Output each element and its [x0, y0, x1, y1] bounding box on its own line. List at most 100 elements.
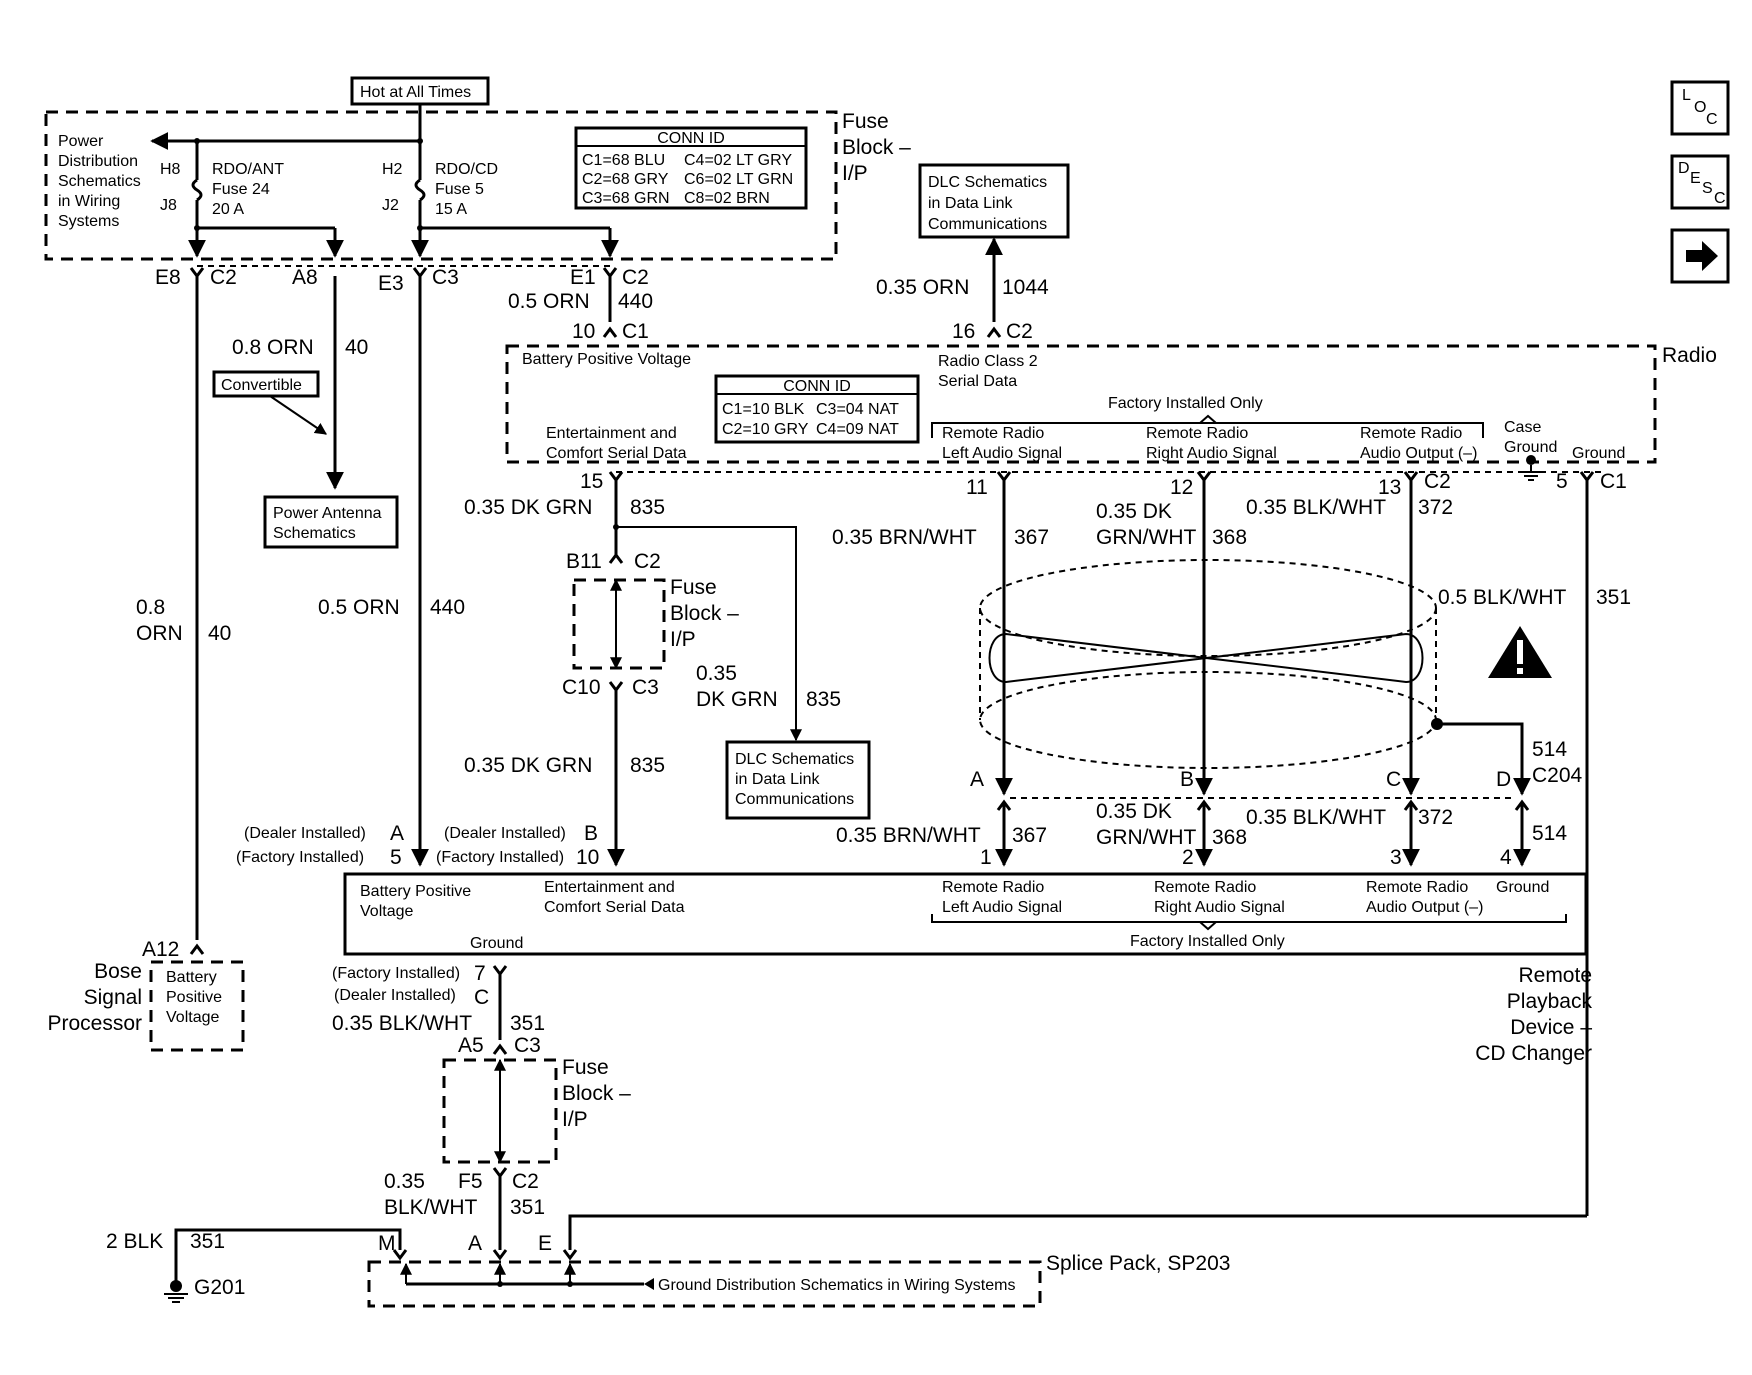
- fuse5-pin-h2: H2: [382, 161, 403, 178]
- conn-c10-c3: C3: [632, 676, 659, 699]
- power-dist-line-4: in Wiring: [58, 193, 120, 210]
- fuse24-line-1: RDO/ANT: [212, 161, 284, 178]
- gnd-351-color: 0.35 BLK/WHT: [332, 1012, 472, 1035]
- dlc-mid-box: [725, 740, 871, 820]
- power-dist-line-3: Schematics: [58, 173, 141, 190]
- bose-box: [149, 960, 245, 1052]
- bose-label-2: Signal: [84, 986, 142, 1009]
- conn-id-fuse-r1b: C4=02 LT GRY: [684, 152, 792, 169]
- wire-367-number: 367: [1014, 526, 1049, 549]
- wire-351-to-splice: [568, 1214, 1587, 1250]
- wire-440-color: 0.5 ORN: [318, 596, 400, 619]
- fuse-lower-3: I/P: [562, 1108, 588, 1131]
- wire-368-2: GRN/WHT: [1096, 526, 1196, 549]
- cd-dealer-b: (Dealer Installed): [444, 825, 566, 842]
- fuse-block-mid: [572, 578, 666, 670]
- cd-batt-1: Battery Positive: [360, 883, 471, 900]
- wire-835-top-color: 0.35 DK GRN: [464, 496, 592, 519]
- conn-id-fuse-r1a: C1=68 BLU: [582, 152, 665, 169]
- gnd-351-low-1: 0.35: [384, 1170, 425, 1193]
- radio-ground: Ground: [1572, 445, 1625, 462]
- cd-title-2: Playback: [1507, 990, 1593, 1013]
- wire-1044-number: 1044: [1002, 276, 1049, 299]
- conn-id-fuse-title: CONN ID: [657, 130, 725, 147]
- cd-title-1: Remote: [1518, 964, 1592, 987]
- radio-conn-r1b: C3=04 NAT: [816, 401, 899, 418]
- cd-pin-1: 1: [980, 846, 992, 869]
- cd-ent-1: Entertainment and: [544, 879, 675, 896]
- cd-title-3: Device –: [1510, 1016, 1592, 1039]
- wire-368-low-1: 0.35 DK: [1096, 800, 1172, 823]
- radio-rrr-1: Remote Radio: [1146, 425, 1248, 442]
- fuse5-line-3: 15 A: [435, 201, 467, 218]
- svg-text:D: D: [1678, 160, 1690, 177]
- wire-835-low-number: 835: [630, 754, 665, 777]
- cd-pin-c: C: [474, 986, 489, 1009]
- conn-a8: A8: [292, 266, 318, 289]
- conn-f5-c2: C2: [512, 1170, 539, 1193]
- wire-e1-color: 0.5 ORN: [508, 290, 590, 313]
- hot-at-all-times-label: Hot at All Times: [360, 84, 471, 101]
- radio-ent-1: Entertainment and: [546, 425, 677, 442]
- arrow-right-icon[interactable]: [1670, 228, 1730, 284]
- radio-factory-bracket: [931, 422, 1484, 438]
- wire-372-color: 0.35 BLK/WHT: [1246, 496, 1386, 519]
- bose-pin-a12: A12: [142, 938, 179, 961]
- conn-a5-c3: C3: [514, 1034, 541, 1057]
- wire-835-branch-3: 835: [806, 688, 841, 711]
- radio-case-2: Ground: [1504, 439, 1557, 456]
- wire-514-low: 514: [1532, 822, 1567, 845]
- wire-514-c204: C204: [1532, 764, 1583, 787]
- desc-icon[interactable]: D E S C: [1670, 154, 1730, 210]
- radio-conn-r1a: C1=10 BLK: [722, 401, 805, 418]
- gnd-351-low-3: 351: [510, 1196, 545, 1219]
- radio-rro-1: Remote Radio: [1360, 425, 1462, 442]
- cd-changer-box: [343, 872, 1588, 956]
- radio-pin-12: 12: [1170, 476, 1193, 499]
- radio-conn-id-box: [714, 374, 920, 444]
- cd-rro-1: Remote Radio: [1366, 879, 1468, 896]
- fuse24-line-3: 20 A: [212, 201, 244, 218]
- radio-conn-id-title: CONN ID: [783, 378, 851, 395]
- fuse5-pin-j2: J2: [382, 197, 399, 214]
- cd-pin-3: 3: [1390, 846, 1402, 869]
- cd-factory-bracket: [931, 914, 1567, 923]
- fuse24-line-2: Fuse 24: [212, 181, 270, 198]
- fuse-block-title-2: Block –: [842, 136, 911, 159]
- radio-box: [505, 344, 1657, 464]
- fuse24-symbol: [191, 178, 203, 202]
- cd-ground-right: Ground: [1496, 879, 1549, 896]
- radio-case-1: Case: [1504, 419, 1541, 436]
- shield-bottom-ellipse: [979, 671, 1437, 769]
- gnd-2blk-color: 2 BLK: [106, 1230, 163, 1253]
- g201-label: G201: [194, 1276, 245, 1299]
- wire-835-branch-1: 0.35: [696, 662, 737, 685]
- fuse-mid-1: Fuse: [670, 576, 717, 599]
- bose-box-2: Positive: [166, 989, 222, 1006]
- wire-372-number: 372: [1418, 496, 1453, 519]
- c204-pin-a: A: [970, 768, 984, 791]
- wire-514: [1437, 722, 1531, 796]
- wire-372-low-number: 372: [1418, 806, 1453, 829]
- radio-rrl-2: Left Audio Signal: [942, 445, 1062, 462]
- wire-40-number: 40: [345, 336, 368, 359]
- dlc-mid-1: DLC Schematics: [735, 751, 854, 768]
- cd-rrr-1: Remote Radio: [1154, 879, 1256, 896]
- radio-pin-10: 10: [572, 320, 595, 343]
- conn-f5: F5: [458, 1170, 483, 1193]
- conn-id-fuse-box: [574, 126, 808, 210]
- fuse-block-title-3: I/P: [842, 162, 868, 185]
- radio-pin-15: 15: [580, 470, 603, 493]
- cd-rrl-1: Remote Radio: [942, 879, 1044, 896]
- wire-351-right-color: 0.5 BLK/WHT: [1438, 586, 1567, 609]
- radio-rro-2: Audio Output (–): [1360, 445, 1477, 462]
- conn-e1: E1: [570, 266, 596, 289]
- cd-dealer-c: (Dealer Installed): [334, 987, 456, 1004]
- svg-text:O: O: [1694, 99, 1706, 116]
- power-antenna-1: Power Antenna: [273, 505, 382, 522]
- wire-440-number: 440: [430, 596, 465, 619]
- svg-text:E: E: [1690, 170, 1701, 187]
- radio-pin-5: 5: [1556, 470, 1568, 493]
- loc-icon[interactable]: L O C: [1670, 80, 1730, 136]
